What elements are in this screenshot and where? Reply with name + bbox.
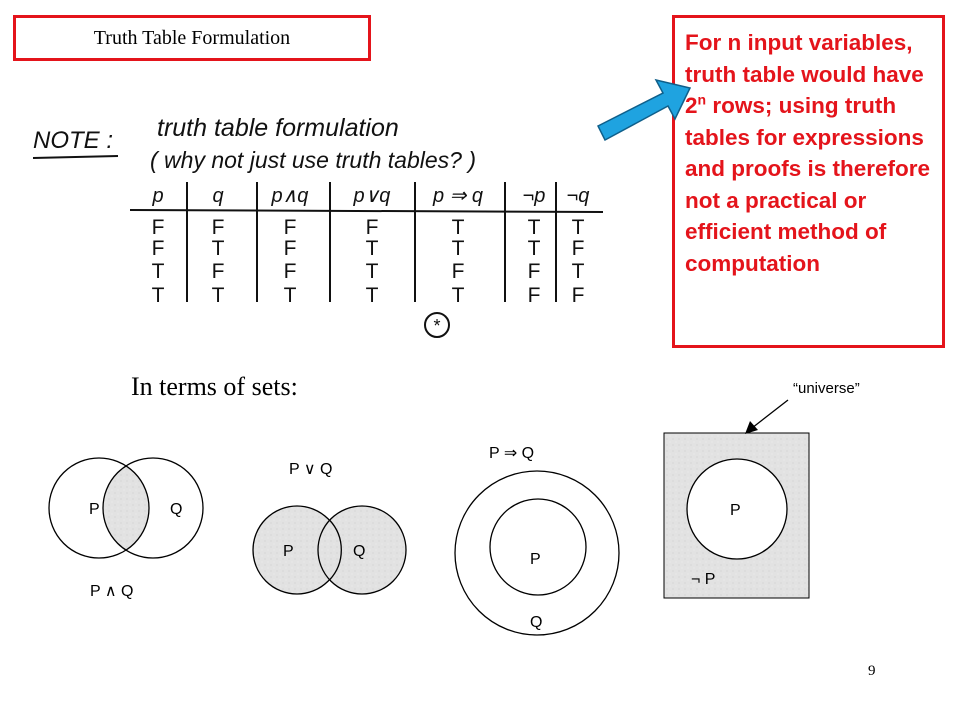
truth-table-cell: T <box>452 216 465 239</box>
truth-table-header: ¬p <box>523 185 546 207</box>
truth-table-cell: F <box>366 216 379 239</box>
note-line-1: truth table formulation <box>157 114 399 142</box>
truth-table-cell: F <box>284 237 297 260</box>
truth-table-header: ¬q <box>567 185 590 207</box>
truth-table-cell: F <box>212 260 225 283</box>
truth-table-cell: T <box>152 284 165 307</box>
not-label-p: P <box>730 502 741 519</box>
table-header-rule <box>129 209 604 213</box>
not-diagram: P ¬ P <box>663 399 810 599</box>
callout-text-start: For n input variables, truth table would… <box>685 30 924 118</box>
or-caption: P ∨ Q <box>289 461 332 478</box>
and-caption: P ∧ Q <box>90 583 133 600</box>
truth-table-cell: F <box>152 237 165 260</box>
truth-table-cell: T <box>452 284 465 307</box>
universe-pointer-icon <box>745 421 758 434</box>
page-number: 9 <box>868 663 876 679</box>
slide-title: Truth Table Formulation <box>13 15 371 61</box>
truth-table-cell: F <box>572 237 585 260</box>
callout-exponent: n <box>697 91 707 108</box>
truth-table-cell: T <box>528 216 541 239</box>
table-column-dividers <box>186 182 557 302</box>
not-caption: ¬ P <box>691 571 715 588</box>
and-circle-q <box>102 457 204 559</box>
or-inner-arc <box>329 519 342 581</box>
footnote-mark: * <box>433 316 440 336</box>
truth-table-cell: F <box>528 284 541 307</box>
truth-table-cell: T <box>572 260 585 283</box>
truth-table-cell: T <box>452 237 465 260</box>
and-intersection <box>103 458 149 558</box>
or-label-p: P <box>283 543 294 560</box>
truth-table-header: p ⇒ q <box>432 185 483 207</box>
truth-table-header: p∧q <box>271 185 309 207</box>
note-label: NOTE : <box>33 127 113 154</box>
truth-table-headers: p q p∧q p∨q p ⇒ q ¬p ¬q <box>151 185 589 207</box>
and-diagram: P Q P ∧ Q <box>48 457 204 600</box>
truth-table-cell: F <box>284 216 297 239</box>
truth-table-cell: F <box>572 284 585 307</box>
implies-label-q: Q <box>530 614 542 631</box>
or-label-q: Q <box>353 543 365 560</box>
truth-table-cell: T <box>212 284 225 307</box>
truth-table-cell: T <box>572 216 585 239</box>
truth-table-cell: T <box>366 237 379 260</box>
and-label-q: Q <box>170 501 182 518</box>
truth-table-cell: F <box>212 216 225 239</box>
universe-label: “universe” <box>793 380 860 397</box>
truth-table-cell: T <box>528 237 541 260</box>
truth-table-size-callout: For n input variables, truth table would… <box>672 15 945 348</box>
truth-table-header: q <box>212 185 223 207</box>
universe-pointer-line <box>751 399 789 429</box>
implies-diagram: P ⇒ Q P Q <box>454 445 620 636</box>
implies-label-p: P <box>530 551 541 568</box>
truth-table-cell: T <box>284 284 297 307</box>
truth-table-cell: T <box>152 260 165 283</box>
callout-text-end: rows; using truth tables for expressions… <box>685 93 931 276</box>
sets-heading: In terms of sets: <box>131 372 298 401</box>
truth-table-header: p <box>151 185 163 207</box>
truth-table-cell: F <box>452 260 465 283</box>
truth-table-cell: F <box>152 216 165 239</box>
truth-table-cell: F <box>284 260 297 283</box>
not-circle-p <box>686 458 788 560</box>
footnote-circle <box>424 312 450 338</box>
note-line-2: ( why not just use truth tables? ) <box>150 147 476 173</box>
and-circle-p <box>48 457 150 559</box>
implies-caption: P ⇒ Q <box>489 445 534 462</box>
truth-table-cell: T <box>366 284 379 307</box>
or-diagram: P ∨ Q P Q <box>252 461 407 595</box>
note-underline <box>32 155 119 159</box>
truth-table-cell: T <box>212 237 225 260</box>
and-label-p: P <box>89 501 100 518</box>
implies-circle-q <box>454 470 620 636</box>
truth-table-cell: F <box>528 260 541 283</box>
or-circle-q <box>317 505 407 595</box>
truth-table-header: p∨q <box>353 185 391 207</box>
implies-circle-p <box>489 498 587 596</box>
truth-table-cell: T <box>366 260 379 283</box>
callout-arrow-icon <box>596 78 692 142</box>
